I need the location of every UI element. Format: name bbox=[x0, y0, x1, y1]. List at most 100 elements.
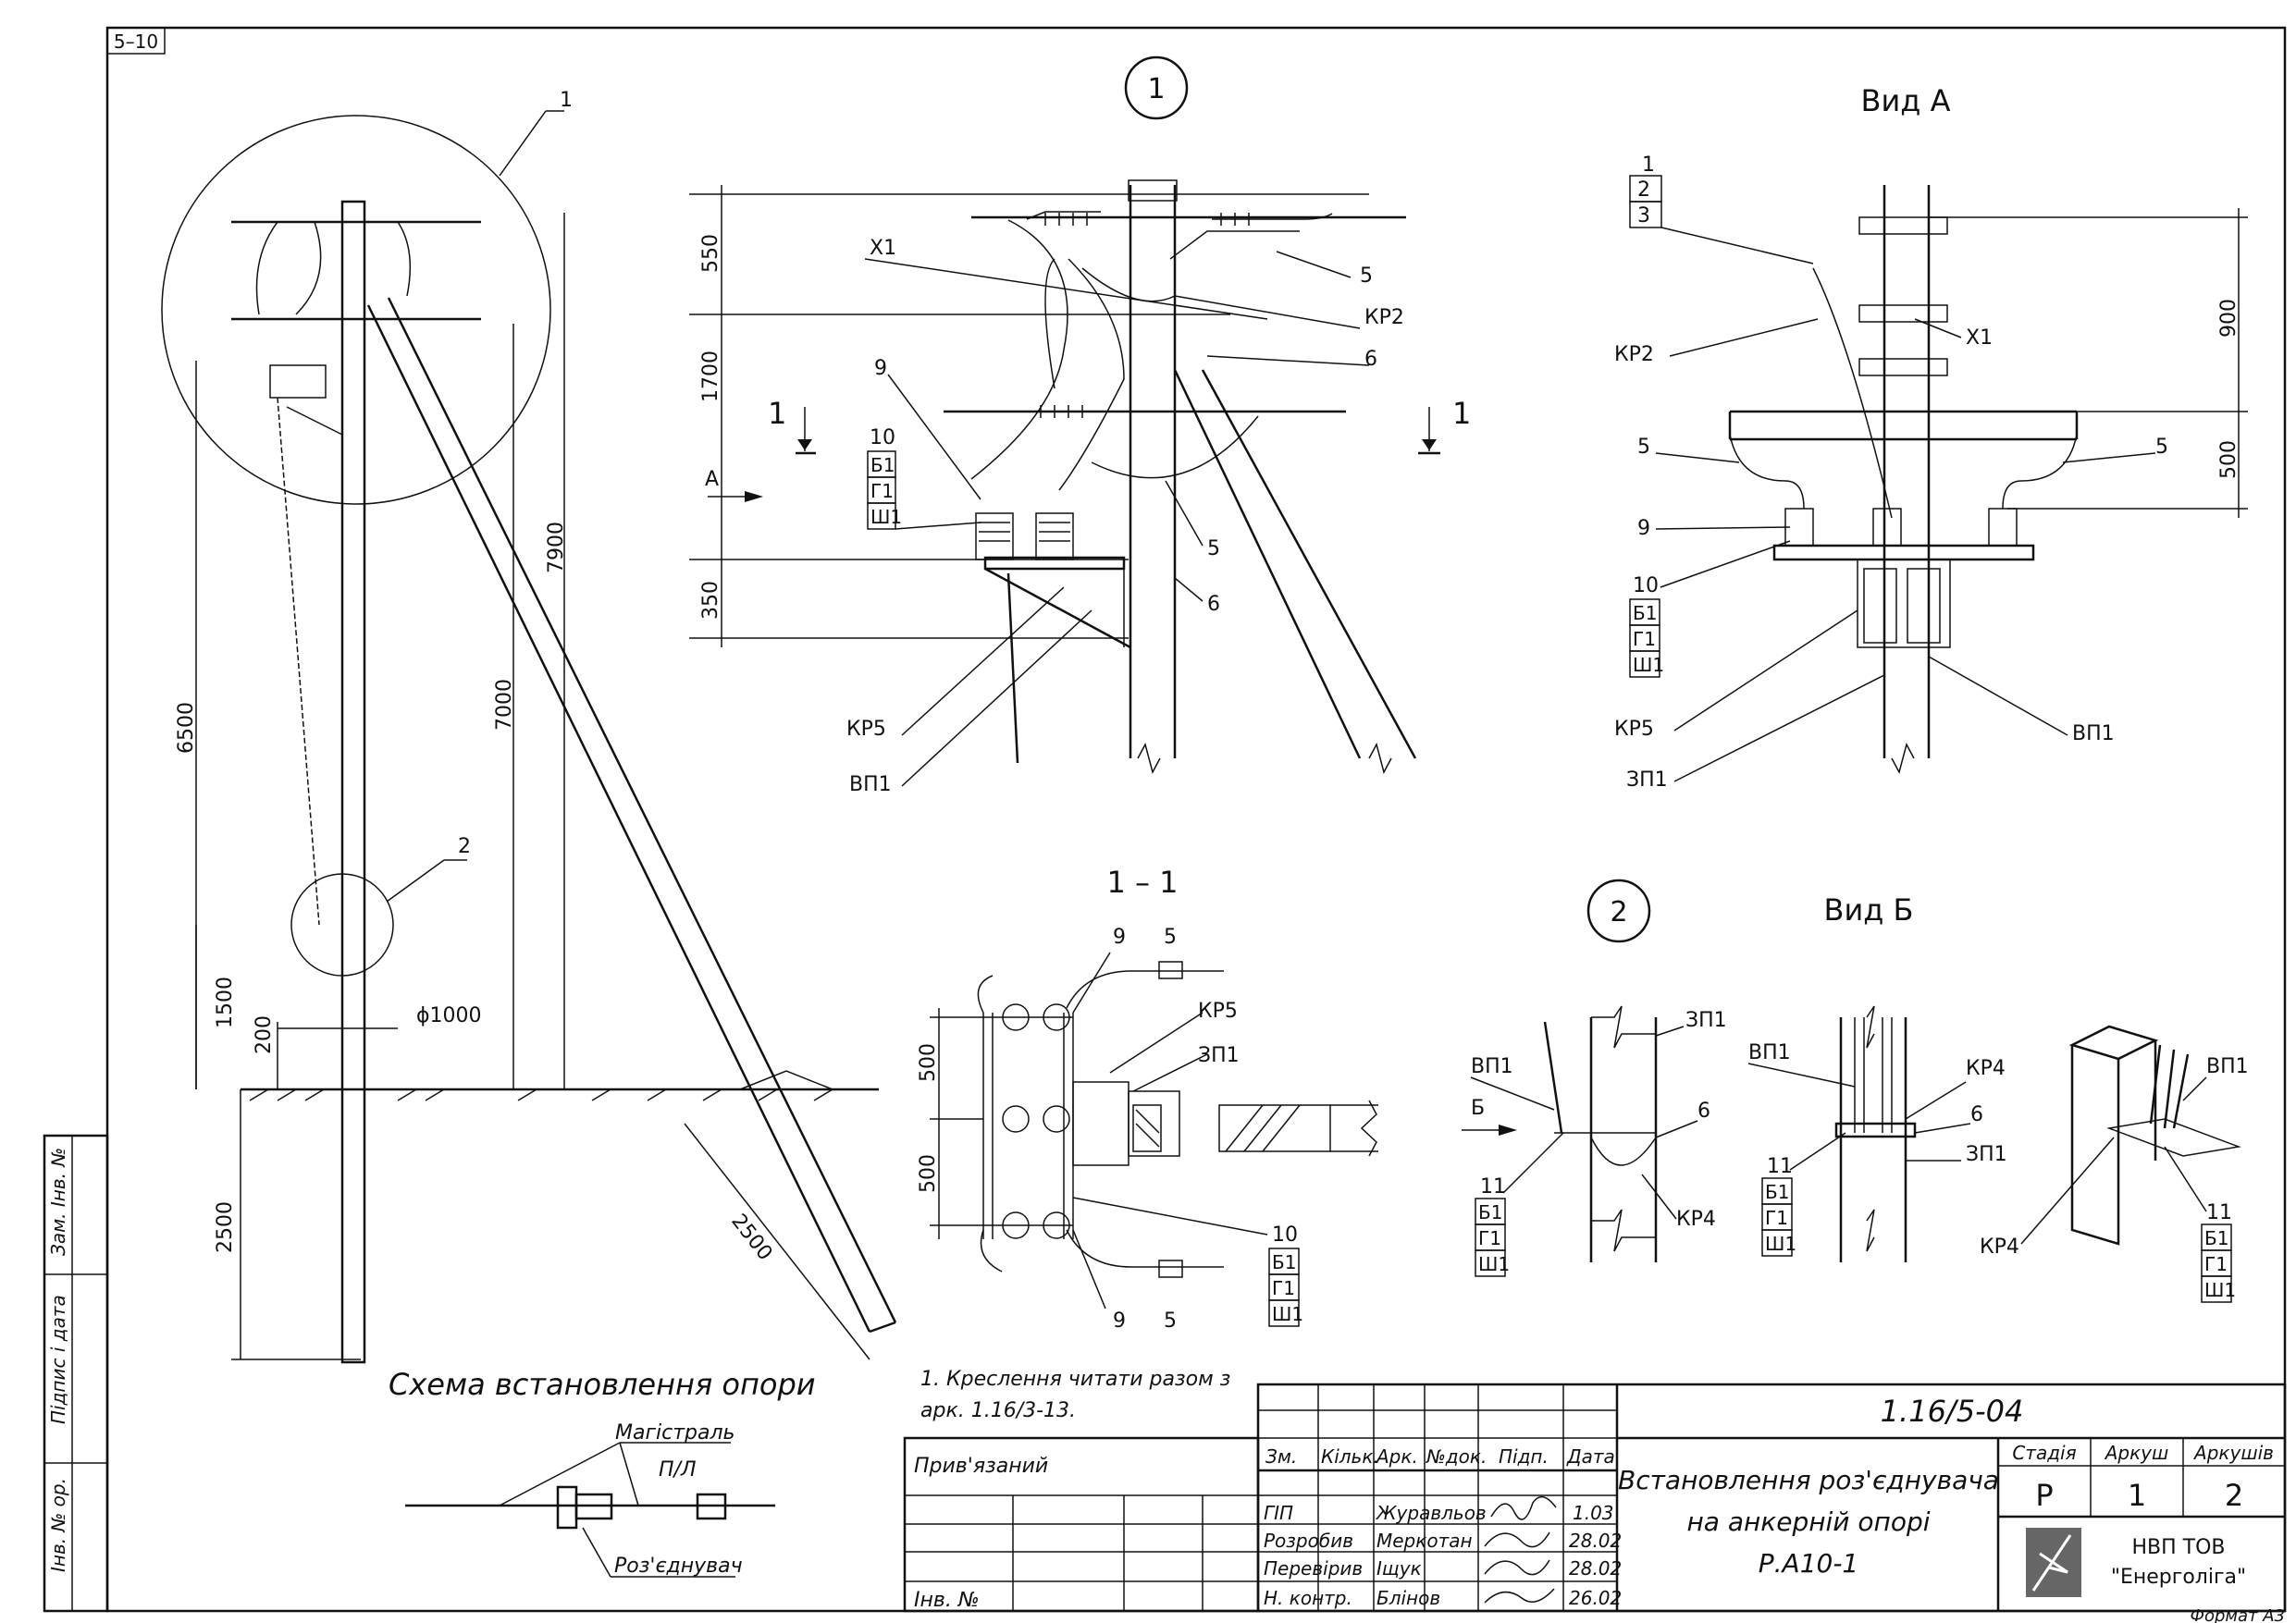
label-sh1-view-a: Ш1 bbox=[1633, 654, 1664, 676]
label-kr2: КР2 bbox=[1364, 306, 1404, 329]
label-kr4-b1: КР4 bbox=[1676, 1208, 1716, 1231]
tb-col-ark: Арк. bbox=[1375, 1445, 1418, 1468]
label-vp1: ВП1 bbox=[849, 773, 892, 796]
tb-org-1: НВП ТОВ bbox=[2131, 1536, 2225, 1559]
tb-col-pidp: Підп. bbox=[1499, 1445, 1549, 1468]
tb-col-ndok: №док. bbox=[1426, 1445, 1487, 1468]
tb-linked: Прив'язаний bbox=[914, 1455, 1048, 1478]
label-9-sec-top: 9 bbox=[1113, 926, 1126, 949]
section-title: 1 – 1 bbox=[1106, 865, 1178, 900]
label-10-sec: 10 bbox=[1272, 1223, 1298, 1247]
label-x1: Х1 bbox=[870, 237, 896, 260]
detail-2-number: 2 bbox=[1610, 896, 1627, 928]
tb-stage-h: Стадія bbox=[2012, 1442, 2076, 1464]
dim-1700: 1700 bbox=[699, 350, 722, 402]
tb-row-name: Блінов bbox=[1376, 1587, 1440, 1609]
tb-row-role: Н. контр. bbox=[1264, 1587, 1352, 1609]
tb-row-role: ГІП bbox=[1264, 1502, 1293, 1524]
label-kr4-b3: КР4 bbox=[1980, 1236, 2019, 1259]
dim-6500: 6500 bbox=[175, 702, 198, 754]
dim-7000: 7000 bbox=[493, 679, 516, 731]
label-zp1-sec: ЗП1 bbox=[1198, 1044, 1240, 1067]
arrow-a-label: А bbox=[705, 468, 719, 491]
tb-row-name: Журавльов bbox=[1375, 1502, 1487, 1524]
side-inv-orig: Інв. № ор. bbox=[47, 1478, 69, 1572]
tb-row-role: Розробив bbox=[1264, 1530, 1353, 1552]
view-a: Вид А 900 500 1 2 3 КР2 Х1 5 bbox=[1614, 83, 2248, 792]
side-repl-inv: Зам. Інв. № bbox=[47, 1148, 69, 1256]
callout-2-label: 2 bbox=[458, 835, 471, 858]
label-b1-view-a: Б1 bbox=[1633, 602, 1657, 624]
detail-1-view: 1 550 1700 bbox=[689, 55, 1471, 796]
label-sh1-b2: Ш1 bbox=[1765, 1233, 1796, 1255]
dim-200: 200 bbox=[253, 1015, 276, 1054]
signature bbox=[1490, 1495, 1557, 1520]
dim-500-c: 500 bbox=[917, 1154, 940, 1193]
dim-2500-a: 2500 bbox=[214, 1201, 237, 1253]
signature bbox=[1484, 1531, 1550, 1548]
label-vp1-b2: ВП1 bbox=[1748, 1041, 1791, 1064]
signature bbox=[1484, 1588, 1555, 1604]
section-mark-left: 1 bbox=[768, 396, 786, 431]
pole-scheme: 1 2 7900 7000 6500 1500 bbox=[161, 89, 897, 1402]
dim-900: 900 bbox=[2217, 299, 2240, 338]
sheet-ref: 5–10 bbox=[114, 31, 158, 53]
label-g1-b3: Г1 bbox=[2204, 1253, 2228, 1275]
label-kr2-view-a: КР2 bbox=[1614, 343, 1654, 366]
label-3-view-a: 3 bbox=[1637, 204, 1650, 227]
label-g1-b1: Г1 bbox=[1478, 1227, 1501, 1249]
view-b-title: Вид Б bbox=[1824, 892, 1914, 928]
tb-stage: Р bbox=[2035, 1478, 2053, 1513]
label-vp1-b3: ВП1 bbox=[2206, 1055, 2249, 1078]
label-sh1-b3: Ш1 bbox=[2204, 1279, 2236, 1301]
tb-doc-code: 1.16/5-04 bbox=[1881, 1394, 2024, 1429]
label-sh1: Ш1 bbox=[870, 506, 902, 528]
tb-title-3: Р.А10-1 bbox=[1759, 1548, 1859, 1579]
sheet-ref-box bbox=[106, 27, 166, 55]
detail-circle-1 bbox=[161, 115, 551, 505]
label-9: 9 bbox=[874, 357, 887, 380]
label-5-left-view-a: 5 bbox=[1637, 436, 1650, 459]
main-pole bbox=[340, 200, 366, 1364]
signature bbox=[1484, 1559, 1550, 1576]
label-x1-view-a: Х1 bbox=[1966, 326, 1993, 350]
label-sh1-b1: Ш1 bbox=[1478, 1253, 1510, 1275]
tb-row-date: 28.02 bbox=[1569, 1557, 1622, 1580]
tb-row-date: 28.02 bbox=[1569, 1530, 1622, 1552]
label-b1-b3: Б1 bbox=[2204, 1227, 2228, 1249]
tb-sheets: 2 bbox=[2225, 1478, 2243, 1513]
label-5-right-view-a: 5 bbox=[2155, 436, 2168, 459]
label-6-b2: 6 bbox=[1970, 1103, 1983, 1126]
dim-350: 350 bbox=[699, 581, 722, 620]
label-zp1-view-a: ЗП1 bbox=[1626, 768, 1668, 792]
dim-1500: 1500 bbox=[214, 977, 237, 1028]
tb-sheet-h: Аркуш bbox=[2104, 1442, 2169, 1464]
label-6-b1: 6 bbox=[1697, 1100, 1710, 1123]
arrow-b-label: Б bbox=[1471, 1097, 1485, 1120]
detail-1-number: 1 bbox=[1147, 73, 1165, 105]
tb-row-date: 1.03 bbox=[1573, 1502, 1614, 1524]
label-9-sec-bot: 9 bbox=[1113, 1309, 1126, 1333]
label-5-sec-bot: 5 bbox=[1164, 1309, 1177, 1333]
label-zp1-b1: ЗП1 bbox=[1685, 1009, 1727, 1032]
tb-sheet: 1 bbox=[2128, 1478, 2146, 1513]
label-vp1-b1: ВП1 bbox=[1471, 1055, 1513, 1078]
label-kr5: КР5 bbox=[846, 718, 886, 741]
label-11-b1: 11 bbox=[1480, 1175, 1506, 1199]
label-g1: Г1 bbox=[870, 480, 894, 502]
tb-inv-no: Інв. № bbox=[914, 1589, 980, 1612]
label-9-view-a: 9 bbox=[1637, 517, 1650, 540]
label-kr5-view-a: КР5 bbox=[1614, 718, 1654, 741]
label-11-b2: 11 bbox=[1767, 1155, 1793, 1178]
side-sign-date: Підпис і дата bbox=[47, 1295, 69, 1424]
label-5-sec-top: 5 bbox=[1164, 926, 1177, 949]
tb-col-zm: Зм. bbox=[1265, 1445, 1297, 1468]
title-block: Прив'язаний Інв. № Зм. Кільк. Арк. №док.… bbox=[903, 1383, 2287, 1613]
label-b1-sec: Б1 bbox=[1272, 1251, 1296, 1273]
label-b1-b1: Б1 bbox=[1478, 1201, 1502, 1223]
label-kr5-sec: КР5 bbox=[1198, 1000, 1238, 1023]
label-g1-b2: Г1 bbox=[1765, 1207, 1788, 1229]
view-a-title: Вид А bbox=[1861, 83, 1951, 118]
label-kr4-b2: КР4 bbox=[1966, 1057, 2006, 1080]
